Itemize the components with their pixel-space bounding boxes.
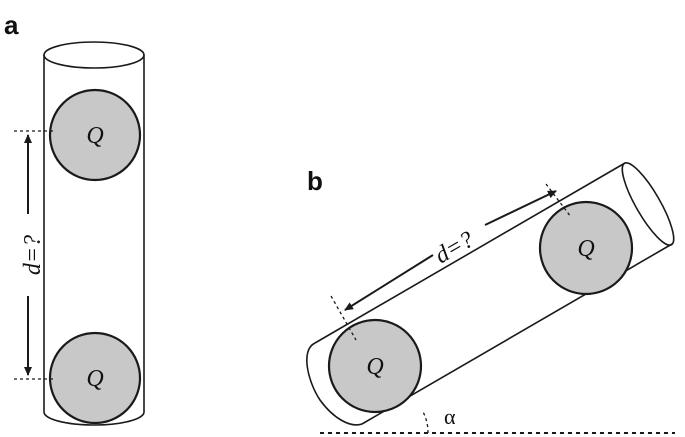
tube-top-rim xyxy=(43,41,145,69)
ball-upper: Q xyxy=(538,200,634,296)
charged-ball xyxy=(48,331,142,425)
ball-top: Q xyxy=(48,88,142,182)
ball-charge-label: Q xyxy=(577,236,594,262)
ball-bottom: Q xyxy=(48,331,142,425)
angle-label: α xyxy=(444,404,456,429)
dimension-guide-upper xyxy=(545,183,572,218)
charged-ball xyxy=(538,200,634,296)
dimension-guide-lower xyxy=(330,295,357,341)
angle-arc xyxy=(421,409,429,434)
panel-a-label: a xyxy=(4,10,19,40)
dimension-arrow-upper xyxy=(484,190,557,226)
ball-charge-label: Q xyxy=(86,123,103,149)
tube-top-rim xyxy=(621,162,675,246)
panel-a: a Q Q d=? xyxy=(4,10,145,426)
tube-bottom-rim xyxy=(306,342,363,426)
vertical-tube xyxy=(43,41,145,426)
ball-charge-label: Q xyxy=(366,354,383,380)
ball-charge-label: Q xyxy=(86,366,103,392)
tube-bottom-rim xyxy=(43,411,145,426)
charged-ball xyxy=(48,88,142,182)
dimension-arrow-lower xyxy=(344,254,434,311)
charged-ball xyxy=(327,318,423,414)
ball-lower: Q xyxy=(327,318,423,414)
distance-label: d=? xyxy=(20,235,46,275)
panel-b: b Q Q d=? α xyxy=(306,162,675,434)
distance-label: d=? xyxy=(431,227,479,270)
tube-upper-wall xyxy=(314,162,626,344)
panel-b-label: b xyxy=(307,166,323,196)
